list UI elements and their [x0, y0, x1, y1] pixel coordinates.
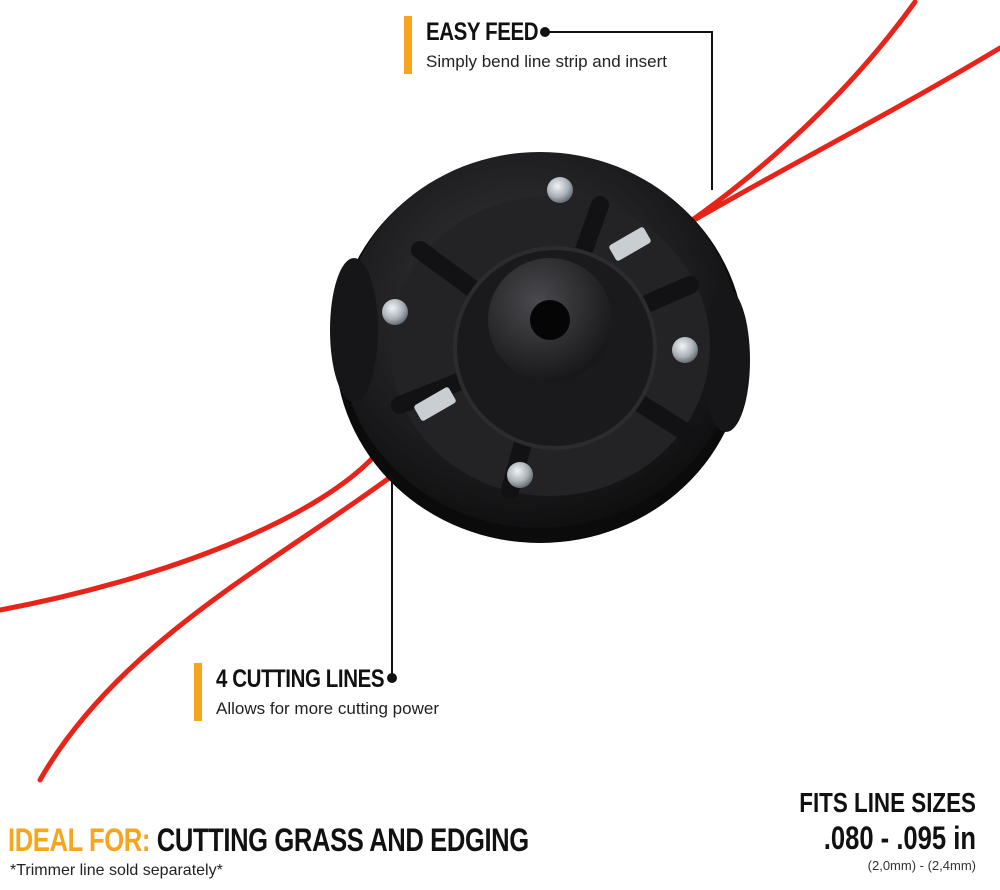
screws — [382, 177, 698, 488]
callout-easy-feed: EASY FEED Simply bend line strip and ins… — [404, 16, 704, 78]
trimmer-head — [330, 152, 750, 543]
ideal-for-label: IDEAL FOR: — [8, 822, 151, 858]
accent-bar — [404, 16, 412, 74]
callout-title: 4 CUTTING LINES — [216, 665, 385, 693]
trimmer-line-2 — [657, 45, 1000, 243]
trimmer-line-3 — [0, 447, 383, 613]
ideal-for-heading: IDEAL FOR: CUTTING GRASS AND EDGING — [8, 822, 529, 859]
hub-hole — [530, 300, 570, 340]
accent-bar — [194, 663, 202, 721]
fits-metric: (2,0mm) - (2,4mm) — [867, 858, 976, 873]
easy-feed-dot — [540, 27, 550, 37]
callout-cutting-lines: 4 CUTTING LINES Allows for more cutting … — [194, 663, 494, 725]
callout-description: Simply bend line strip and insert — [426, 52, 667, 71]
ideal-for-text: CUTTING GRASS AND EDGING — [150, 822, 529, 858]
fits-line-sizes: FITS LINE SIZES .080 - .095 in (2,0mm) -… — [716, 786, 976, 873]
easy-feed-leader — [545, 31, 713, 190]
leader-lines — [391, 31, 713, 678]
callout-description: Allows for more cutting power — [216, 699, 439, 718]
sold-separately-note: *Trimmer line sold separately* — [10, 862, 223, 879]
callout-title: EASY FEED — [426, 18, 539, 46]
fits-title: FITS LINE SIZES — [799, 787, 976, 818]
cutting-lines-dot — [387, 673, 397, 683]
fits-sizes: .080 - .095 in — [823, 820, 976, 856]
trimmer-line-4 — [37, 467, 403, 783]
